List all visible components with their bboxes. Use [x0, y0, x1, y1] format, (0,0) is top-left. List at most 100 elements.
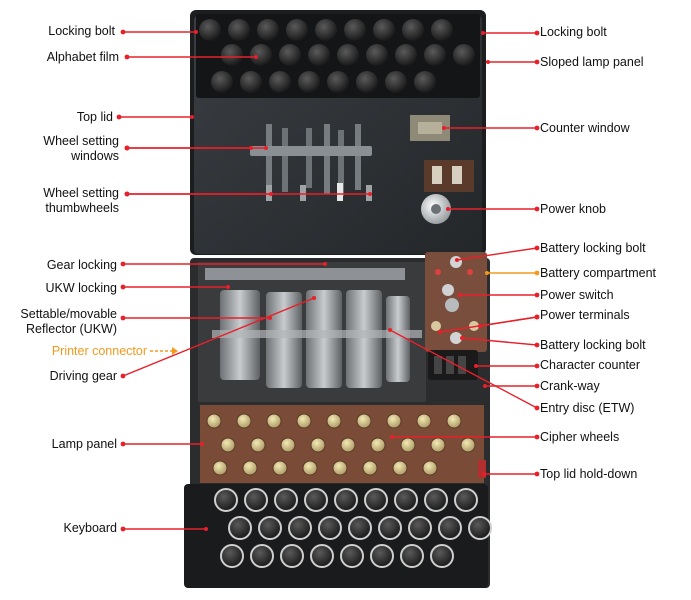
leader-tip — [368, 192, 372, 196]
counter-window — [410, 115, 450, 141]
leader-dot — [534, 383, 540, 389]
film-key — [228, 19, 250, 41]
keyboard-key — [348, 516, 372, 540]
label-crank-way: Crank-way — [540, 379, 600, 393]
leader-dot — [120, 526, 126, 532]
lamp — [250, 437, 266, 453]
leader-tip — [442, 126, 446, 130]
leader-tip — [458, 293, 462, 297]
film-key — [250, 44, 272, 66]
film-key — [424, 44, 446, 66]
leader-dot — [534, 59, 540, 65]
keyboard-key — [394, 488, 418, 512]
leader-lines — [116, 29, 540, 532]
keyboard-key — [250, 544, 274, 568]
leader-dot — [534, 471, 540, 477]
film-key — [344, 19, 366, 41]
lamp — [446, 413, 462, 429]
keyboard-key — [334, 488, 358, 512]
leader-tip — [455, 258, 459, 262]
leader-tip — [460, 336, 464, 340]
keyboard-key — [370, 544, 394, 568]
label-wheel-setting-windows: Wheel setting windows — [43, 134, 119, 163]
keyboard — [184, 484, 492, 588]
printer-connector-arrowhead — [172, 347, 178, 355]
leader-tip — [446, 207, 450, 211]
leader-tip — [482, 472, 486, 476]
label-keyboard: Keyboard — [63, 521, 117, 535]
label-power-switch: Power switch — [540, 288, 614, 302]
leader-tip — [474, 364, 478, 368]
lamp — [242, 460, 258, 476]
keyboard-key — [280, 544, 304, 568]
keyboard-key — [438, 516, 462, 540]
keyboard-key — [424, 488, 448, 512]
leader-dot — [124, 145, 130, 151]
keyboard-key — [214, 488, 238, 512]
label-driving-gear: Driving gear — [49, 369, 117, 383]
leader-tip — [438, 330, 442, 334]
lamp — [386, 413, 402, 429]
film-key — [366, 44, 388, 66]
leader-line — [439, 316, 538, 333]
leader-dot — [124, 54, 130, 60]
keyboard-key — [400, 544, 424, 568]
leader-dot — [120, 441, 126, 447]
film-key — [279, 44, 301, 66]
label-alphabet-film: Alphabet film — [46, 50, 119, 64]
lamp — [280, 437, 296, 453]
film-key — [211, 71, 233, 93]
counter-plate — [424, 160, 474, 192]
sloped-lamp-panel — [196, 14, 480, 98]
leader-tip — [481, 31, 485, 35]
label-gear-locking: Gear locking — [46, 258, 117, 272]
lamp — [340, 437, 356, 453]
leader-dot — [124, 191, 130, 197]
power-knob — [421, 194, 451, 224]
rotor-assembly — [205, 268, 422, 388]
label-power-terminals: Power terminals — [540, 308, 630, 322]
leader-tip — [485, 271, 489, 275]
lamp — [460, 437, 476, 453]
leader-tip — [226, 285, 230, 289]
lamp — [296, 413, 312, 429]
label-power-knob: Power knob — [540, 202, 607, 216]
leader-dot — [120, 315, 126, 321]
film-key — [402, 19, 424, 41]
lamp-panel — [200, 405, 484, 483]
keyboard-key — [288, 516, 312, 540]
leader-tip — [483, 384, 487, 388]
alphabet-film-keys — [199, 19, 475, 93]
label-top-lid-hold-down: Top lid hold-down — [540, 467, 638, 481]
lamp — [326, 413, 342, 429]
label-ukw-locking: UKW locking — [45, 281, 117, 295]
film-key — [269, 71, 291, 93]
keyboard-key — [364, 488, 388, 512]
lamp — [356, 413, 372, 429]
film-key — [453, 44, 475, 66]
label-locking-bolt-left: Locking bolt — [48, 24, 115, 38]
label-lamp-panel: Lamp panel — [51, 437, 117, 451]
leader-dot — [534, 314, 540, 320]
film-key — [327, 71, 349, 93]
top-lid-hold-down-clip — [478, 460, 486, 478]
lamp — [400, 437, 416, 453]
keyboard-key — [408, 516, 432, 540]
label-locking-bolt-right: Locking bolt — [540, 25, 607, 39]
lamp — [212, 460, 228, 476]
leader-tip — [204, 527, 208, 531]
keyboard-key — [220, 544, 244, 568]
keyboard-key — [340, 544, 364, 568]
film-key — [385, 71, 407, 93]
leader-dot — [534, 342, 540, 348]
leader-dot — [120, 261, 126, 267]
leader-dot — [120, 284, 126, 290]
leader-dot — [534, 245, 540, 251]
leader-tip — [194, 30, 198, 34]
keyboard-key — [454, 488, 478, 512]
film-key — [356, 71, 378, 93]
leader-dot — [534, 405, 540, 411]
film-key — [337, 44, 359, 66]
lamp — [430, 437, 446, 453]
film-key — [240, 71, 262, 93]
